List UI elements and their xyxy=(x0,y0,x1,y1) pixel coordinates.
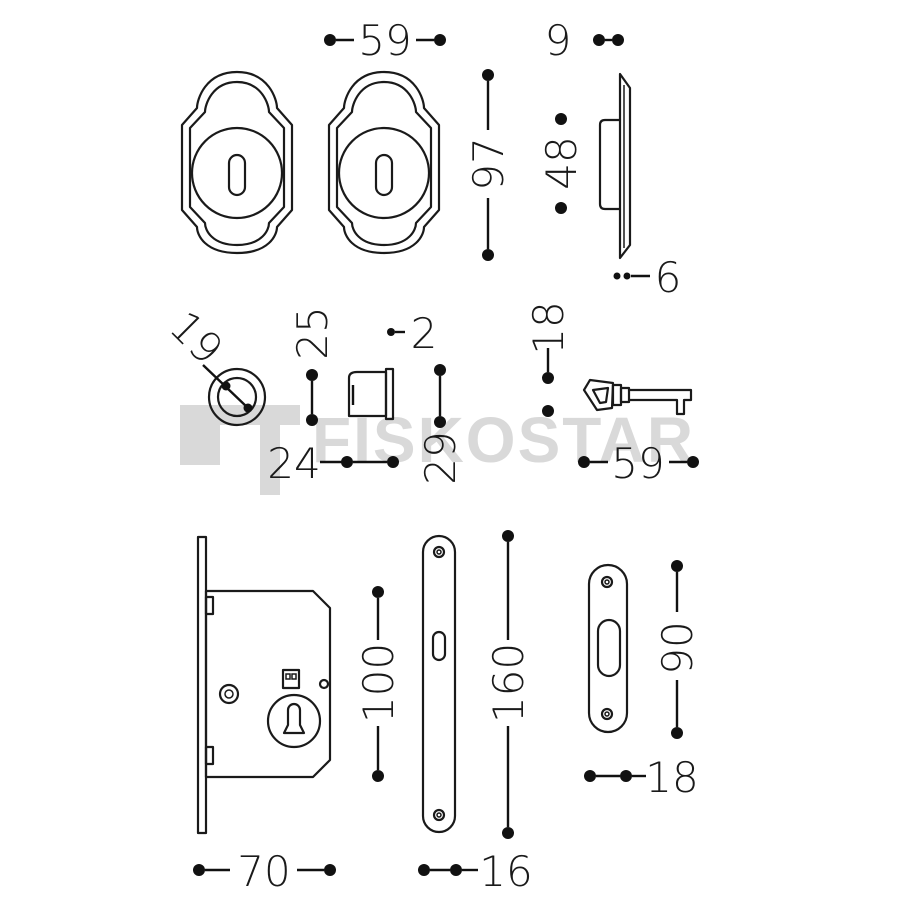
dim-escutcheon-width: 59 xyxy=(324,16,446,65)
dim-cup-height: 48 xyxy=(537,113,586,214)
dim-label-6: 6 xyxy=(655,253,682,302)
dim-escutcheon-height: 97 xyxy=(464,69,513,261)
dim-label-16: 16 xyxy=(479,847,532,896)
dim-key-length: 59 xyxy=(578,439,699,488)
dim-strike-height: 90 xyxy=(653,560,702,739)
cylinder-part xyxy=(347,367,395,421)
dim-cylinder-wall: 2 xyxy=(387,309,437,358)
dim-label-59: 59 xyxy=(358,16,411,65)
dim-lock-width: 70 xyxy=(193,847,336,896)
dim-faceplate-width: 16 xyxy=(418,847,533,896)
escutcheon-left xyxy=(180,70,294,255)
dim-label-29: 29 xyxy=(416,431,465,484)
dim-faceplate-height: 160 xyxy=(484,530,533,839)
dim-label-18-key: 18 xyxy=(524,301,573,354)
dim-cylinder-width: 24 xyxy=(267,439,399,488)
dim-cylinder-depth: 29 xyxy=(416,364,465,485)
dim-cylinder-height: 25 xyxy=(288,306,337,426)
dim-key-height: 18 xyxy=(524,301,573,417)
dim-label-19: 19 xyxy=(160,302,232,374)
dim-label-24: 24 xyxy=(267,439,320,488)
mortise-lock-body xyxy=(196,535,332,835)
dim-plate-thickness: 6 xyxy=(613,253,682,302)
watermark-logo-icon xyxy=(180,405,300,495)
dim-escutcheon-depth: 9 xyxy=(545,16,624,65)
dim-label-100: 100 xyxy=(354,643,403,723)
dim-label-97: 97 xyxy=(464,137,513,190)
dim-label-9: 9 xyxy=(545,16,572,65)
dim-label-25: 25 xyxy=(288,306,337,359)
dim-label-70: 70 xyxy=(237,847,290,896)
dim-label-48: 48 xyxy=(537,136,586,189)
faceplate xyxy=(421,534,457,834)
dim-label-18-strike: 18 xyxy=(645,753,698,802)
dim-label-160: 160 xyxy=(484,643,533,723)
dim-lock-height: 100 xyxy=(354,586,403,782)
dim-label-59-key: 59 xyxy=(611,439,664,488)
dim-strike-width: 18 xyxy=(584,753,699,802)
key xyxy=(582,378,693,416)
dim-label-2: 2 xyxy=(411,309,438,358)
dim-label-90: 90 xyxy=(653,621,702,674)
strike-plate xyxy=(587,563,629,734)
escutcheon-side-profile xyxy=(598,72,632,260)
escutcheon-right xyxy=(327,70,441,255)
